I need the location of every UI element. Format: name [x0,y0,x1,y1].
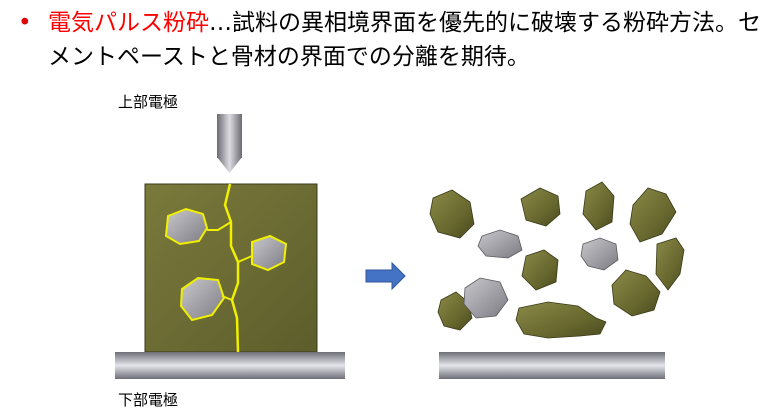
paste-fragment [437,291,473,331]
paste-fragment [629,187,677,243]
paste-fragment [429,189,475,239]
paste-fragment [655,237,685,291]
aggregate-particle [179,276,226,322]
pulse-crack-branch [237,255,253,263]
aggregate-fragment [477,229,523,259]
bullet-description: …試料の異相境界面を優先的に破壊する粉砕方法。セメントペーストと骨材の界面での分… [48,10,761,70]
aggregate-fragment [580,237,619,271]
lower-electrode-right [439,352,665,379]
paste-fragment [520,187,561,227]
upper-electrode-label: 上部電極 [118,93,179,111]
paste-fragment [611,269,661,317]
aggregate-particles [164,207,288,322]
lower-electrode-left [115,352,345,379]
aggregate-fragment [463,277,509,319]
cement-paste-block [144,183,318,353]
process-arrow [365,261,406,291]
paste-fragment [521,249,559,291]
paste-fragment [582,181,615,231]
pulse-crack-branch [207,221,232,231]
bullet-text: 電気パルス粉砕…試料の異相境界面を優先的に破壊する粉砕方法。セメントペーストと骨… [48,6,778,74]
paste-fragment [515,301,607,339]
separated-fragments [429,181,685,339]
upper-electrode [217,114,242,173]
aggregate-particle [251,234,288,272]
bullet-term: 電気パルス粉砕 [48,10,209,36]
lower-electrode-label: 下部電極 [118,391,179,409]
bullet-marker: • [18,10,32,36]
bullet-line: • 電気パルス粉砕…試料の異相境界面を優先的に破壊する粉砕方法。セメントペースト… [18,6,778,74]
pulse-crack-branch [221,295,233,301]
aggregate-particle [164,207,209,246]
